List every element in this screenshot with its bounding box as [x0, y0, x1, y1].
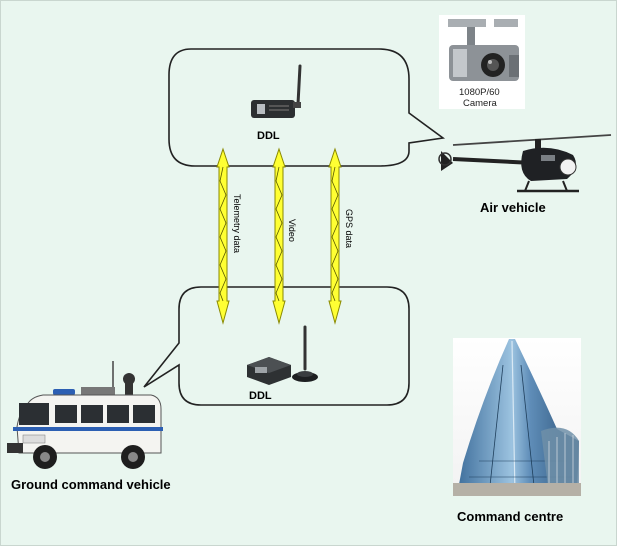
- video-link-arrow: [272, 147, 286, 325]
- camera-label-line1: 1080P/60: [459, 87, 500, 98]
- ground-bubble: [143, 286, 410, 406]
- ground-ddl-label: DDL: [249, 390, 272, 402]
- telemetry-link-arrow: [216, 147, 230, 325]
- air-bubble: [168, 48, 446, 167]
- command-centre-icon: [453, 338, 581, 496]
- air-vehicle-label: Air vehicle: [480, 200, 546, 215]
- ground-ddl-device-icon: [247, 357, 291, 385]
- command-centre-label: Command centre: [457, 509, 563, 524]
- helicopter-icon: [438, 134, 612, 193]
- air-ddl-label: DDL: [257, 130, 280, 142]
- air-ddl-device-icon: [251, 64, 302, 118]
- camera-icon: [439, 15, 525, 109]
- ground-vehicle-label: Ground command vehicle: [11, 477, 171, 492]
- gps-link-label: GPS data: [344, 209, 354, 248]
- ground-vehicle-icon: [7, 361, 163, 469]
- telemetry-link-label: Telemetry data: [232, 194, 242, 253]
- ground-antenna-icon: [292, 325, 318, 382]
- camera-label-line2: Camera: [463, 98, 498, 109]
- video-link-label: Video: [287, 219, 297, 242]
- gps-link-arrow: [328, 147, 342, 325]
